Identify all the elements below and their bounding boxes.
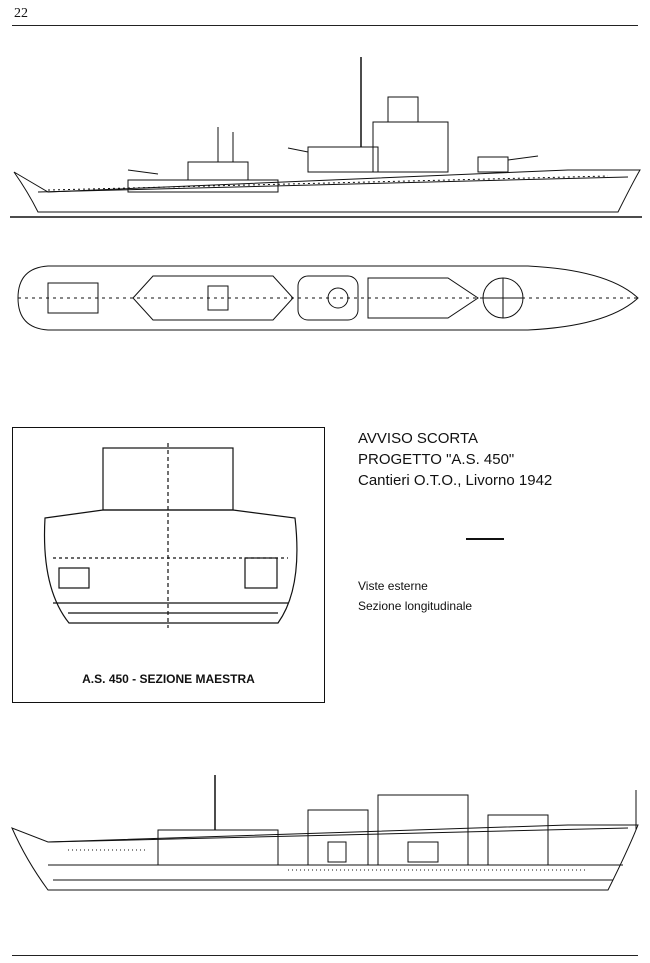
description-block: Viste esterne Sezione longitudinale <box>358 576 472 616</box>
title-block: AVVISO SCORTA PROGETTO "A.S. 450" Cantie… <box>358 428 552 491</box>
top-rule <box>12 25 638 26</box>
page-number: 22 <box>14 6 28 21</box>
section-caption: A.S. 450 - SEZIONE MAESTRA <box>82 672 255 686</box>
title-line-1: AVVISO SCORTA <box>358 430 479 447</box>
longitudinal-section-drawing <box>8 770 644 900</box>
midship-section-panel: A.S. 450 - SEZIONE MAESTRA <box>12 427 325 703</box>
midship-section-drawing <box>43 443 298 628</box>
separator-dash <box>466 538 504 540</box>
title-line-2: PROGETTO "A.S. 450" <box>358 451 515 468</box>
side-elevation-drawing <box>8 52 644 222</box>
description-line-1: Viste esterne <box>358 579 428 593</box>
title-line-3: Cantieri O.T.O., Livorno 1942 <box>358 472 553 489</box>
plan-view-drawing <box>8 258 644 358</box>
description-line-2: Sezione longitudinale <box>358 599 473 613</box>
bottom-rule <box>12 955 638 956</box>
